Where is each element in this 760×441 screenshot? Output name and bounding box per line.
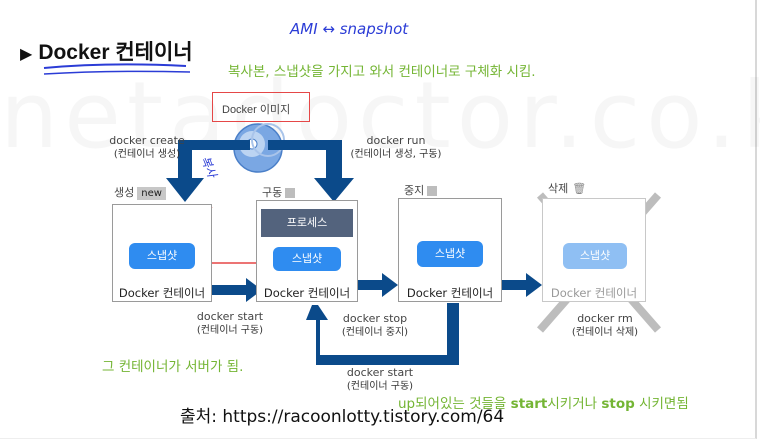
annotation-bottom-pre: up되어있는 것들을 xyxy=(398,396,511,412)
command-start-desc: (컨테이너 구동) xyxy=(196,325,264,336)
state-running-label: 구동 xyxy=(262,186,283,199)
command-create: docker create (컨테이너 생성) xyxy=(92,134,202,162)
container-label-deleted: Docker 컨테이너 xyxy=(550,286,638,300)
container-label-running: Docker 컨테이너 xyxy=(263,286,351,300)
ami-snapshot-note: AMI ↔ snapshot xyxy=(290,20,409,38)
command-rm-name: docker rm xyxy=(577,312,633,325)
container-label-stopped: Docker 컨테이너 xyxy=(406,286,494,300)
annotation-top: 복사본, 스냅샷을 가지고 와서 컨테이너로 구체화 시킴. xyxy=(228,64,536,80)
container-label-created: Docker 컨테이너 xyxy=(118,286,206,300)
command-start-again: docker start (컨테이너 구동) xyxy=(330,366,430,394)
command-rm: docker rm (컨테이너 삭제) xyxy=(555,312,655,340)
start-arrow xyxy=(212,278,262,302)
restart-loop-arrow xyxy=(306,303,459,365)
stop-forward-arrow xyxy=(358,273,398,297)
new-badge: new xyxy=(137,187,166,200)
stopped-indicator-icon xyxy=(427,186,438,196)
annotation-bottom-stop: stop xyxy=(601,396,635,412)
snapshot-button-running: 스냅샷 xyxy=(273,247,341,271)
command-start-again-desc: (컨테이너 구동) xyxy=(346,381,414,392)
state-stopped-label: 중지 xyxy=(404,184,425,197)
state-running: 구동 xyxy=(262,184,296,200)
state-created-label: 생성 xyxy=(114,186,135,199)
snapshot-button-stopped: 스냅샷 xyxy=(417,241,483,267)
command-run-name: docker run xyxy=(366,134,426,147)
container-card-running: 프로세스 스냅샷 Docker 컨테이너 xyxy=(256,200,358,302)
run-arrow xyxy=(268,140,354,202)
command-rm-desc: (컨테이너 삭제) xyxy=(571,327,639,338)
title-bullet-icon: ▶ xyxy=(20,46,33,63)
disc-icon xyxy=(233,123,285,173)
annotation-bottom-post: 시키면됨 xyxy=(634,396,689,412)
annotation-bottom-start: start xyxy=(510,396,548,412)
command-stop: docker stop (컨테이너 중지) xyxy=(325,312,425,340)
command-create-desc: (컨테이너 생성) xyxy=(113,149,181,160)
container-card-deleted: 스냅샷 Docker 컨테이너 xyxy=(542,198,646,302)
state-deleted: 삭제🗑 xyxy=(548,180,586,196)
process-block: 프로세스 xyxy=(261,209,353,237)
snapshot-button-deleted: 스냅샷 xyxy=(563,243,627,269)
title-text: Docker 컨테이너 xyxy=(38,41,193,64)
annotation-bottom: up되어있는 것들을 start시키거나 stop 시키면됨 xyxy=(398,392,689,412)
state-stopped: 중지 xyxy=(404,182,438,198)
command-run: docker run (컨테이너 생성, 구동) xyxy=(336,134,456,162)
command-start: docker start (컨테이너 구동) xyxy=(180,310,280,338)
container-card-created: 스냅샷 Docker 컨테이너 xyxy=(112,204,212,302)
page-title: ▶ Docker 컨테이너 xyxy=(20,36,193,66)
annotation-left: 그 컨테이너가 서버가 됨. xyxy=(102,359,244,375)
command-stop-desc: (컨테이너 중지) xyxy=(341,327,409,338)
snapshot-button-created: 스냅샷 xyxy=(129,243,195,269)
annotation-bottom-mid: 시키거나 xyxy=(547,396,602,412)
command-create-name: docker create xyxy=(109,134,185,147)
trash-icon: 🗑 xyxy=(572,182,587,195)
state-deleted-label: 삭제 xyxy=(548,182,569,195)
source-citation: 출처: https://racoonlotty.tistory.com/64 xyxy=(180,407,505,427)
command-start-again-name: docker start xyxy=(346,366,414,379)
docker-image-box xyxy=(212,92,310,122)
docker-image-label: Docker 이미지 xyxy=(222,104,291,116)
command-stop-name: docker stop xyxy=(342,312,408,325)
running-indicator-icon xyxy=(285,188,296,198)
command-run-desc: (컨테이너 생성, 구동) xyxy=(350,149,442,160)
create-arrow xyxy=(166,140,250,202)
command-start-name: docker start xyxy=(196,310,264,323)
rm-arrow xyxy=(502,273,542,297)
container-card-stopped: 스냅샷 Docker 컨테이너 xyxy=(398,198,502,302)
